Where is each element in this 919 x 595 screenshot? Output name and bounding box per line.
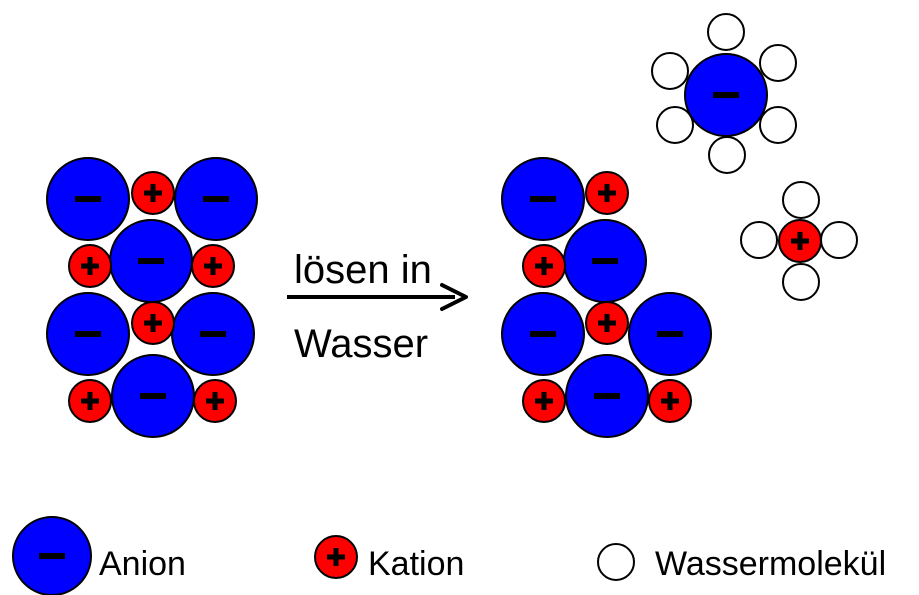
arrow-label-bottom: Wasser	[294, 322, 428, 366]
legend-label-water: Wassermolekül	[655, 545, 886, 583]
anion	[501, 157, 585, 241]
process-arrow: lösen in Wasser	[287, 248, 468, 366]
water-molecule-symbol	[597, 543, 635, 581]
water-molecule	[782, 181, 820, 219]
legend-item-water: Wassermolekül	[597, 543, 886, 583]
anion-symbol	[12, 516, 92, 595]
arrow-label-top: lösen in	[294, 248, 432, 292]
water-molecule	[759, 106, 797, 144]
anion	[111, 354, 195, 438]
legend-label-anion: Anion	[99, 545, 186, 583]
anion	[501, 292, 585, 376]
cation	[131, 171, 175, 215]
cation-symbol	[314, 535, 358, 579]
anion	[46, 292, 130, 376]
cation	[191, 244, 235, 288]
water-molecule	[708, 136, 746, 174]
dissolving-lattice	[501, 157, 712, 438]
cation	[648, 379, 692, 423]
hydrated-cation	[740, 181, 858, 301]
cation	[522, 244, 566, 288]
water-molecule	[651, 52, 689, 90]
crystal-lattice	[46, 157, 258, 438]
anion	[109, 219, 193, 303]
legend-item-anion: Anion	[12, 516, 186, 595]
arrow-head	[440, 283, 468, 311]
legend: Anion Kation Wassermolekül	[12, 516, 886, 595]
water-molecule	[820, 221, 858, 259]
water-molecule	[782, 263, 820, 301]
anion	[171, 292, 255, 376]
anion	[174, 157, 258, 241]
cation	[778, 219, 822, 263]
anion	[565, 354, 649, 438]
anion	[684, 53, 768, 137]
cation	[68, 244, 112, 288]
cation	[193, 379, 237, 423]
anion	[628, 292, 712, 376]
cation	[68, 379, 112, 423]
anion	[563, 219, 647, 303]
water-molecule	[707, 13, 745, 51]
cation	[585, 301, 629, 345]
anion	[46, 157, 130, 241]
legend-item-cation: Kation	[314, 535, 464, 583]
cation	[522, 379, 566, 423]
water-molecule	[740, 221, 778, 259]
water-molecule	[759, 44, 797, 82]
hydrated-anion	[651, 13, 797, 174]
legend-label-cation: Kation	[368, 545, 464, 583]
water-molecule	[656, 106, 694, 144]
cation	[131, 301, 175, 345]
cation	[585, 171, 629, 215]
